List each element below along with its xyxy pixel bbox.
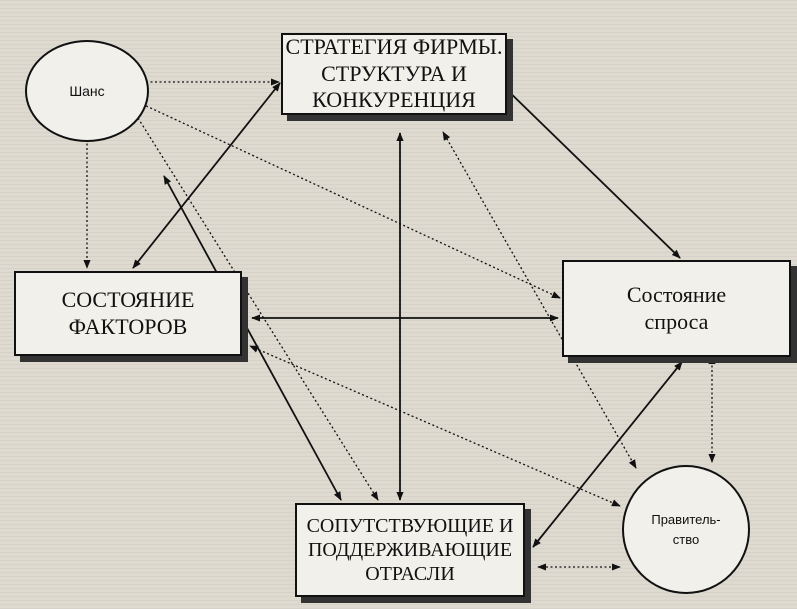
related-industries-box: СОПУТСТВУЮЩИЕ И ПОДДЕРЖИВАЮЩИЕ ОТРАСЛИ [295, 503, 525, 597]
edge-strategy-demand [499, 82, 681, 259]
edge-chance-demand [141, 103, 561, 299]
demand-box: Состояние спроса [562, 260, 791, 357]
edge-government-factors [249, 345, 621, 507]
factors-box: СОСТОЯНИЕ ФАКТОРОВ [14, 271, 242, 356]
strategy-box: СТРАТЕГИЯ ФИРМЫ. СТРУКТУРА И КОНКУРЕНЦИЯ [281, 33, 507, 115]
chance-circle: Шанс [25, 40, 149, 142]
government-circle: Правитель- ство [622, 465, 750, 594]
